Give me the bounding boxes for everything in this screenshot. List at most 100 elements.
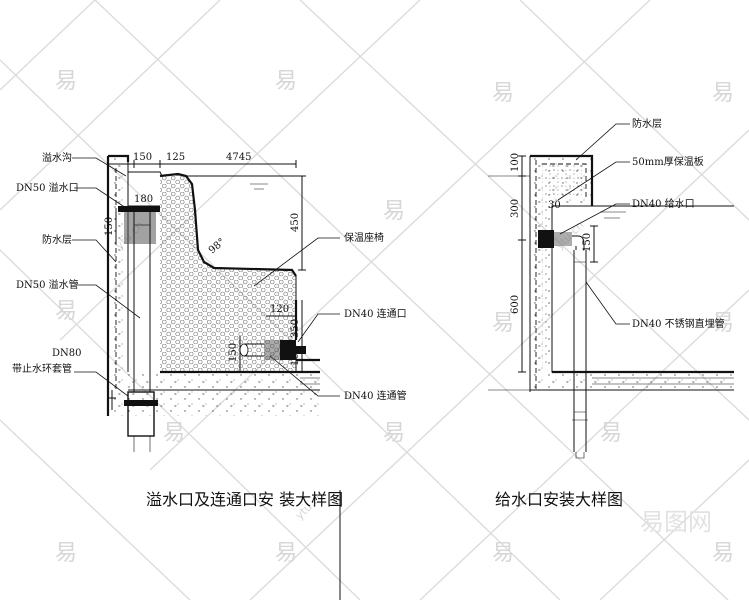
label-bench: 保温座椅 — [344, 231, 384, 244]
dim-120: 120 — [270, 304, 289, 315]
leader-overflow-pipe — [74, 284, 141, 319]
connect-wall — [294, 300, 320, 362]
sleeve-pipe — [127, 391, 155, 437]
bottom-slab — [128, 372, 320, 390]
dim-150-top: 150 — [133, 152, 152, 163]
label-right-waterproof: 防水层 — [632, 117, 662, 130]
watermark-glyph: 易 — [275, 69, 297, 94]
left-caption: 溢水口及连通口安 装大样图 — [146, 490, 343, 509]
dim-180: 180 — [134, 194, 153, 205]
watermark-glyph: 易 — [712, 311, 734, 336]
watermark-glyph: 易 — [712, 81, 734, 106]
dim-125: 125 — [166, 152, 185, 163]
watermark-glyph: 易 — [383, 421, 405, 446]
watermark-glyph: 易 — [492, 311, 514, 336]
label-insulation: 50mm厚保温板 — [632, 155, 704, 168]
label-connect-pipe: DN40 连通管 — [344, 389, 407, 402]
sleeve-mark — [108, 390, 116, 410]
label-connect-port: DN40 连通口 — [344, 307, 407, 320]
dim-ticks-top — [107, 160, 297, 168]
right-labels: 防水层 50mm厚保温板 DN40 给水口 DN40 不锈钢直埋管 — [557, 117, 725, 330]
dim-450: 450 — [290, 213, 301, 232]
dim-150-low: 150 — [228, 343, 239, 362]
connect-port-grille — [296, 346, 306, 354]
dim-100: 100 — [290, 347, 301, 366]
watermark-brand: 易图网 — [640, 508, 712, 536]
insulation-bench — [160, 174, 296, 372]
leader-connect-pipe — [269, 355, 340, 397]
watermark-glyph: 易 — [275, 541, 297, 566]
steel-pipe-joints — [572, 261, 588, 421]
right-detail: 100 300 600 30 150 防水层 50mm厚保温板 DN40 给水口… — [488, 117, 734, 509]
right-slab-layers — [592, 377, 734, 385]
connect-pipe-end — [239, 343, 249, 357]
connect-pipe — [244, 343, 264, 357]
leader-overflow-inlet — [74, 187, 127, 209]
leader-steel-pipe — [585, 281, 630, 325]
pipe-continuation — [133, 436, 151, 452]
leader-gutter — [72, 157, 127, 177]
dim-right-600: 600 — [510, 295, 521, 314]
connect-port-flange — [280, 340, 296, 360]
watermark-glyph: 易 — [383, 199, 405, 224]
supply-inlet-body — [554, 232, 572, 246]
dim-4745: 4745 — [226, 152, 251, 163]
label-overflow-pipe: DN50 溢水管 — [16, 278, 79, 291]
left-labels: 溢水沟 DN50 溢水口 防水层 DN50 溢水管 DN80 带止水环套管 保温… — [12, 151, 407, 402]
dim-right-100: 100 — [510, 153, 521, 172]
dim-right-300: 300 — [510, 199, 521, 218]
supply-inlet-flange — [538, 230, 554, 248]
label-gutter: 溢水沟 — [42, 151, 72, 164]
left-detail: 150 125 4745 180 150 450 120 350 100 150… — [12, 151, 407, 600]
water-level-symbol — [250, 183, 268, 190]
watermark-glyph: 易 — [712, 541, 734, 566]
label-overflow-inlet: DN50 溢水口 — [16, 181, 79, 194]
watermark-glyph: 易 — [492, 81, 514, 106]
steel-pipe-end — [575, 452, 585, 459]
label-steel-pipe: DN40 不锈钢直埋管 — [632, 317, 725, 330]
right-dimensions: 100 300 600 30 150 — [510, 153, 598, 373]
right-waterproof-top — [542, 163, 587, 200]
dim-ticks-right — [518, 155, 526, 373]
steel-pipe — [573, 250, 587, 452]
watermark-glyph: 易 — [55, 69, 77, 94]
wall-top — [108, 154, 130, 162]
sleeve-water-stop-ring — [124, 400, 158, 406]
overflow-pipe — [133, 212, 151, 392]
right-wall-top — [530, 154, 594, 206]
leader-connect-port — [297, 313, 340, 343]
leader-bench — [253, 237, 340, 287]
leader-right-waterproof — [575, 123, 630, 161]
right-ext-lines — [488, 175, 530, 391]
dim-angle-98: 98° — [207, 236, 228, 256]
dim-350: 350 — [290, 319, 301, 338]
right-insulation — [542, 164, 582, 366]
supply-elbow — [572, 235, 585, 250]
label-waterproof: 防水层 — [42, 233, 72, 246]
leader-insulation — [557, 161, 630, 201]
watermark-glyph: 易 — [55, 541, 77, 566]
dim-ticks-right-150 — [590, 225, 598, 263]
watermark-glyph: 易 — [55, 299, 77, 324]
left-dimensions: 150 125 4745 180 150 450 120 350 100 150… — [104, 152, 306, 372]
dim-right-150: 150 — [582, 233, 593, 252]
label-sleeve-size: DN80 — [52, 348, 82, 359]
leader-waterproof — [72, 239, 117, 263]
dim-right-30: 30 — [548, 200, 561, 211]
watermark-glyph: 易 — [600, 421, 622, 446]
overflow-inlet-body — [124, 212, 156, 244]
leader-supply-inlet — [559, 203, 630, 235]
dim-ticks-450 — [298, 175, 306, 271]
label-supply-inlet: DN40 给水口 — [632, 197, 695, 210]
watermark-glyph: 易 — [492, 541, 514, 566]
watermark-glyph: 易 — [163, 421, 185, 446]
right-caption: 给水口安装大样图 — [495, 490, 623, 509]
leader-sleeve — [74, 371, 129, 397]
right-water-symbol — [600, 211, 626, 219]
right-floor-slab — [592, 372, 732, 390]
bench-contour — [159, 172, 297, 277]
label-sleeve-desc: 带止水环套管 — [12, 362, 72, 375]
overflow-inlet-flange — [118, 206, 160, 212]
dim-150-left: 150 — [104, 217, 115, 236]
